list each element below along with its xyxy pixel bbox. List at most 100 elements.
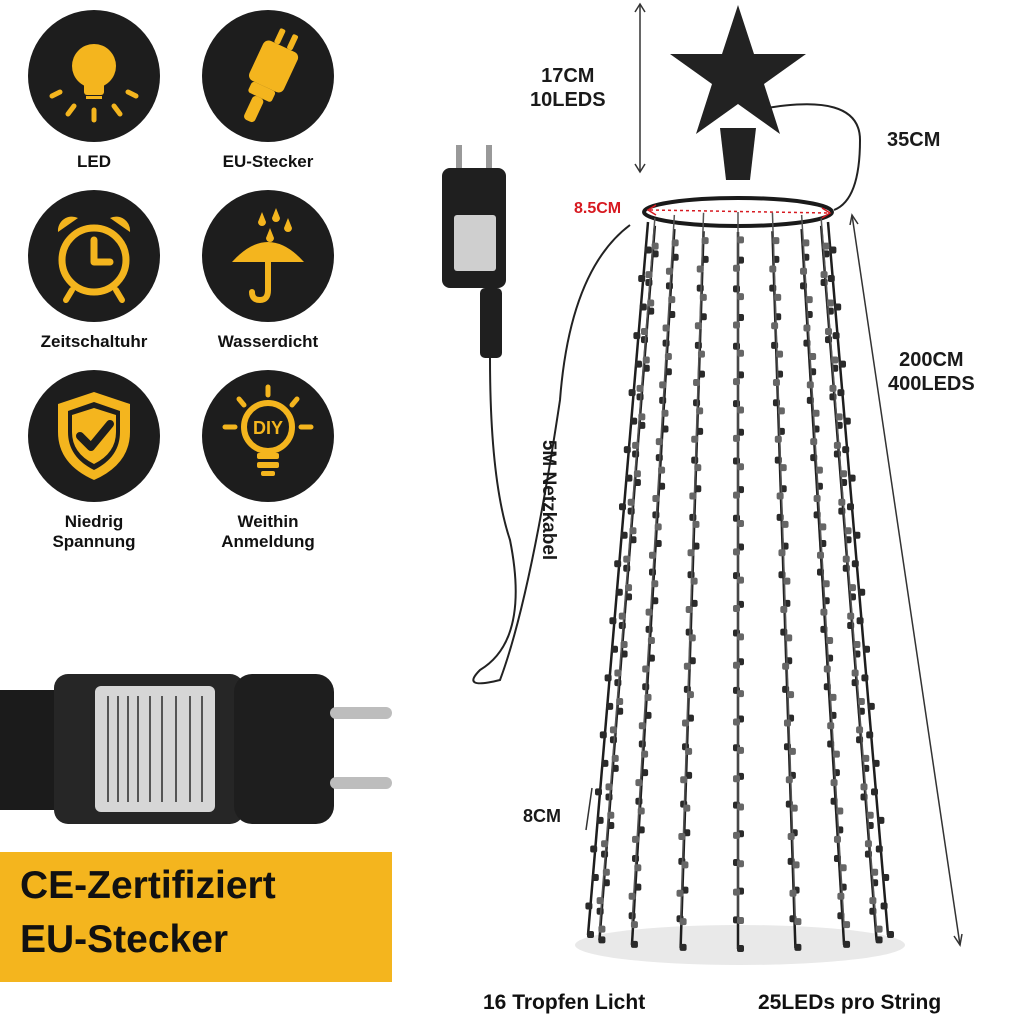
led-bulb [618,621,626,629]
feature-waterproof-circle [202,190,334,322]
led-bulb [836,826,844,834]
led-bulb [737,349,744,357]
led-bulb [817,551,825,559]
feature-diy-label: Weithin Anmeldung [221,512,315,551]
led-bulb [733,605,740,613]
led-bulb [812,409,820,417]
led-bulb [605,783,613,791]
led-bulb [839,864,847,872]
star-mount [720,128,756,180]
led-bulb [611,764,619,772]
ring-diameter-line [649,209,829,214]
led-bulb [681,861,689,869]
led-bulb [642,665,650,673]
led-bulb [661,425,669,433]
led-bulb [880,902,888,910]
led-bulb [853,641,861,649]
led-bulb [832,750,840,758]
feature-low-voltage-circle [28,370,160,502]
led-bulb [843,940,851,948]
led-bulb [813,494,821,502]
led-bulb [620,641,628,649]
alarm-clock-icon [57,216,131,303]
led-bulb [737,236,744,244]
led-bulb [733,888,740,896]
led-bulb [658,482,666,490]
led-bulb [620,650,628,658]
led-bulb [867,702,875,710]
led-bulb [829,246,837,254]
led-bulb [800,267,808,275]
led-bulb [857,697,865,705]
led-bulb [606,702,614,710]
led-bulb [671,239,679,247]
led-bulb [830,779,838,787]
led-bulb [839,883,847,891]
led-bulb [618,612,626,620]
led-bulb [805,296,813,304]
led-bulb [648,551,656,559]
led-bulb [632,441,640,449]
led-bulb [819,540,827,548]
tree-light-diagram [442,2,963,965]
led-bulb [877,816,885,824]
led-bulb [692,542,700,550]
led-bulb [696,407,704,415]
led-bulb [619,503,626,511]
led-bulb [789,889,797,897]
led-strand [826,221,890,936]
led-bulb [847,503,854,511]
led-bulb [697,350,705,358]
feature-led-circle [28,10,160,142]
led-bulb [627,507,635,515]
led-bulb [651,597,659,605]
led-bulb [882,873,890,881]
led-bulb [691,456,699,464]
led-bulb [863,645,870,653]
led-bulb [833,835,841,843]
led-bulb [733,831,740,839]
led-bulb [832,332,840,340]
led-bulb [687,571,695,579]
led-bulb [636,384,644,392]
led-bulb [616,697,624,705]
led-bulb [630,417,638,425]
led-bulb [668,296,676,304]
led-bulb [689,513,697,521]
led-bulb [827,275,835,283]
led-strand [800,214,845,926]
led-bulb [733,264,740,272]
led-spacing-label: 8CM [523,806,562,826]
led-bulb [875,936,883,944]
led-bulb [836,807,844,815]
spacing-arrow [585,787,593,831]
led-bulb [699,293,707,301]
led-bulb [633,332,641,340]
led-bulb [871,868,879,876]
led-bulb [737,803,744,811]
led-bulb [851,669,859,677]
led-bulb [623,446,631,454]
led-bulb [664,352,672,360]
led-bulb [822,597,830,605]
led-bulb [629,536,637,544]
led-bulb [785,776,793,784]
power-cable [472,224,631,685]
led-bulb [697,370,705,378]
led-strand [771,212,797,923]
led-bulb [620,531,628,539]
led-bulb [685,605,693,613]
led-bulb [688,657,696,665]
led-bulb [645,608,653,616]
led-strand [598,218,656,930]
led-bulb [614,560,622,568]
led-bulb [822,580,830,588]
banner-line-eu: EU-Stecker [20,918,229,961]
feature-eu-plug-circle [202,10,334,142]
led-bulb [609,617,617,625]
feature-timer-label: Zeitschaltuhr [40,332,148,351]
led-bulb [774,435,782,443]
led-bulb [837,389,845,397]
led-bulb [737,945,744,952]
led-bulb [815,466,823,474]
